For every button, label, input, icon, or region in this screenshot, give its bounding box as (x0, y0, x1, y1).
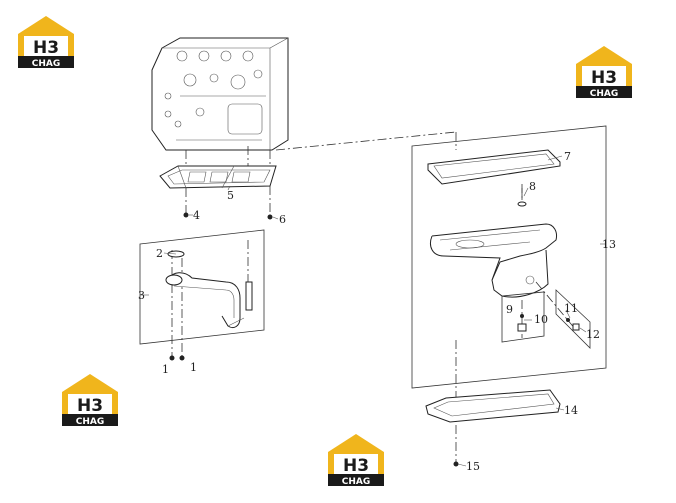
oil-pan-frame-13 (411, 125, 607, 389)
logo-name: CHAG (76, 417, 105, 427)
logo-mark: H3 (343, 456, 369, 476)
bolt-15 (453, 461, 459, 467)
callout-6: 6 (279, 213, 286, 226)
callout-3: 3 (138, 289, 145, 302)
callout-labels: 1 1 2 3 4 5 6 7 8 9 10 11 12 13 14 15 (138, 150, 616, 473)
oil-strainer-group-3 (139, 229, 265, 345)
callout-2: 2 (156, 247, 163, 260)
lower-gasket-14 (425, 389, 561, 423)
logo-mark: H3 (33, 38, 59, 58)
logo-mark: H3 (591, 68, 617, 88)
logo-name: CHAG (590, 89, 619, 99)
callout-1-left: 1 (162, 363, 169, 376)
oil-pan (430, 223, 557, 298)
drain-plug-group (501, 291, 545, 343)
callout-5: 5 (227, 189, 234, 202)
sensor-plug-group (535, 281, 591, 349)
brand-logo-bottom-center: H3 CHAG (328, 434, 384, 487)
callout-12: 12 (586, 328, 600, 341)
callout-9: 9 (506, 303, 513, 316)
bolt-4 (183, 212, 189, 218)
leader-lines (140, 155, 606, 467)
bolt-1-left (169, 355, 175, 361)
brand-logo-top-right: H3 CHAG (576, 46, 632, 99)
brand-logo-top-left: H3 CHAG (18, 16, 74, 69)
callout-1-right: 1 (190, 361, 197, 374)
logo-name: CHAG (342, 477, 371, 487)
brand-logo-bottom-left: H3 CHAG (62, 374, 118, 427)
callout-13: 13 (602, 238, 616, 251)
logo-name: CHAG (32, 59, 61, 69)
callout-8: 8 (529, 180, 536, 193)
logo-mark: H3 (77, 396, 103, 416)
gasket-5 (159, 165, 277, 189)
callout-15: 15 (466, 460, 480, 473)
pan-gasket-7 (427, 149, 561, 185)
callout-14: 14 (564, 404, 578, 417)
bolt-6 (267, 214, 273, 220)
callout-10: 10 (534, 313, 548, 326)
callout-4: 4 (193, 209, 200, 222)
bolt-1-right (179, 355, 185, 361)
engine-block (151, 37, 289, 151)
callout-11: 11 (564, 302, 578, 315)
callout-7: 7 (564, 150, 571, 163)
bolt-8 (517, 188, 527, 207)
